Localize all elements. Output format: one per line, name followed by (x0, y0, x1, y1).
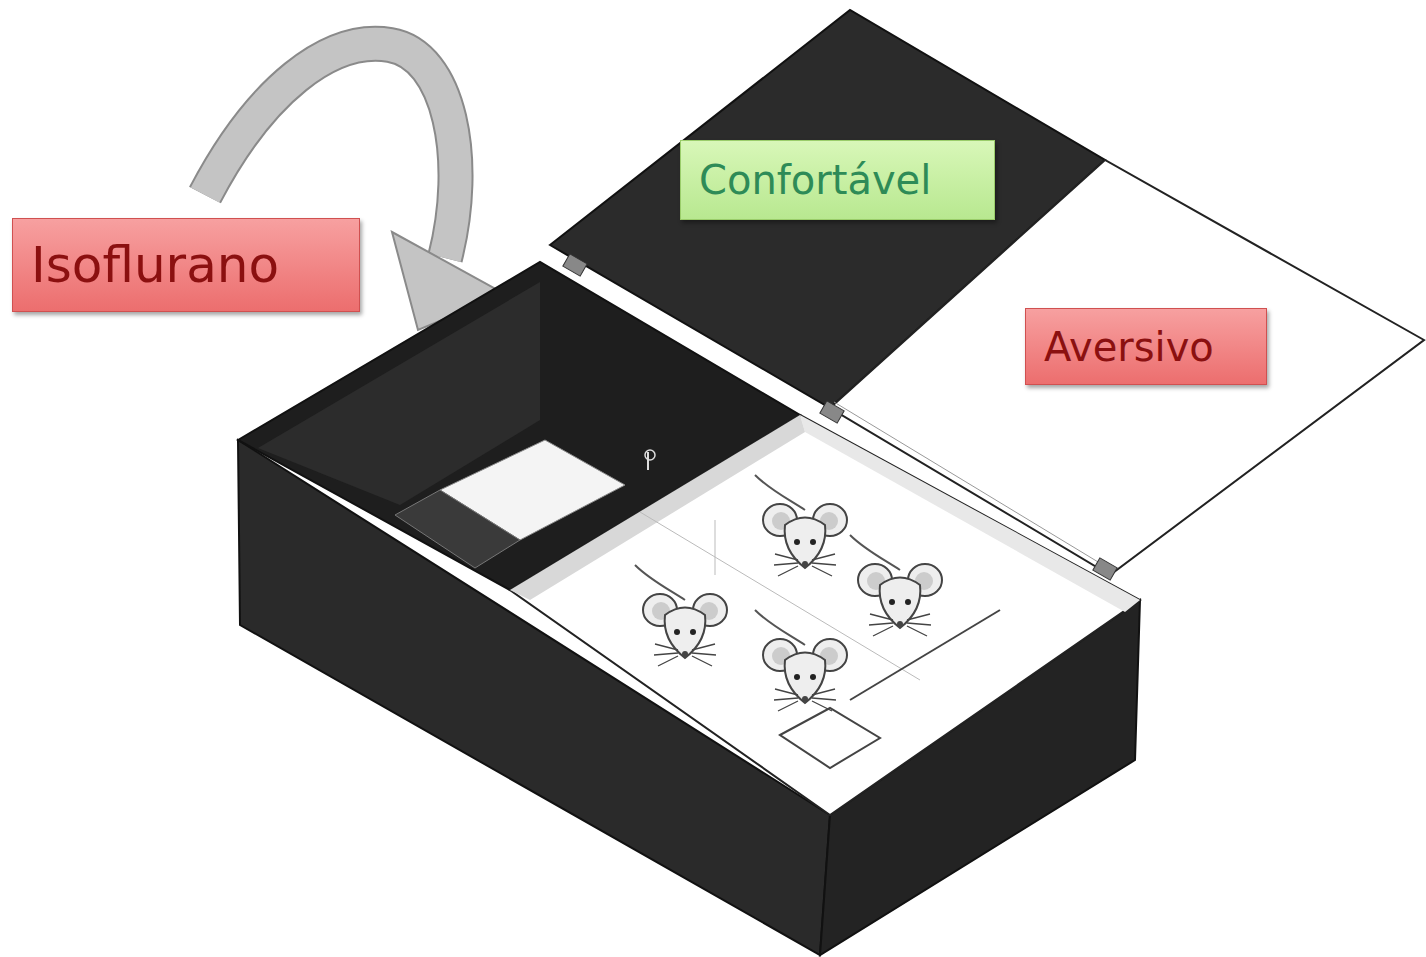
label-text: Aversivo (1044, 324, 1214, 370)
drug-label-box: Isoflurano (12, 218, 360, 312)
label-text: Confortável (699, 157, 931, 203)
comfort-label-box: Confortável (680, 140, 995, 220)
label-text: Isoflurano (31, 236, 279, 294)
aversive-label-box: Aversivo (1025, 308, 1267, 385)
